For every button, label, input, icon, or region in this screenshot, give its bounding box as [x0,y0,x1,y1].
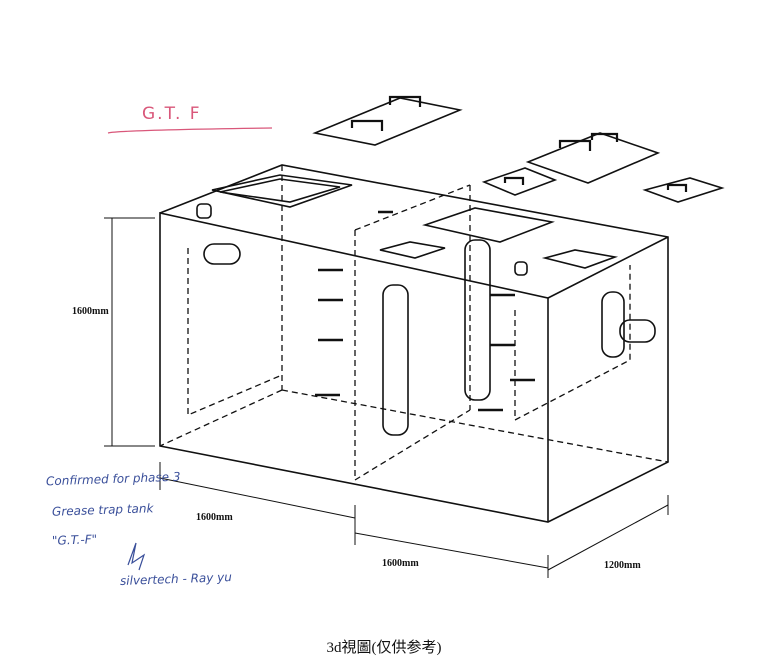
pipes [196,203,656,436]
ladder-rungs [315,210,535,412]
lids [312,95,725,203]
height-dimension: 1600mm [72,306,109,317]
title-note: G.T. F [142,104,202,124]
manholes [211,174,619,269]
hidden-lines [159,165,669,481]
dimension-lines [104,217,669,578]
tank-outline [159,164,669,523]
length-a-dimension: 1600mm [196,512,233,523]
red-underline [107,127,273,134]
length-b-dimension: 1600mm [382,558,419,569]
note-line-3: "G.T.-F" [51,532,98,548]
width-dimension: 1200mm [604,560,641,571]
signature [127,542,146,571]
caption: 3d視圖(仅供参考) [326,640,442,656]
